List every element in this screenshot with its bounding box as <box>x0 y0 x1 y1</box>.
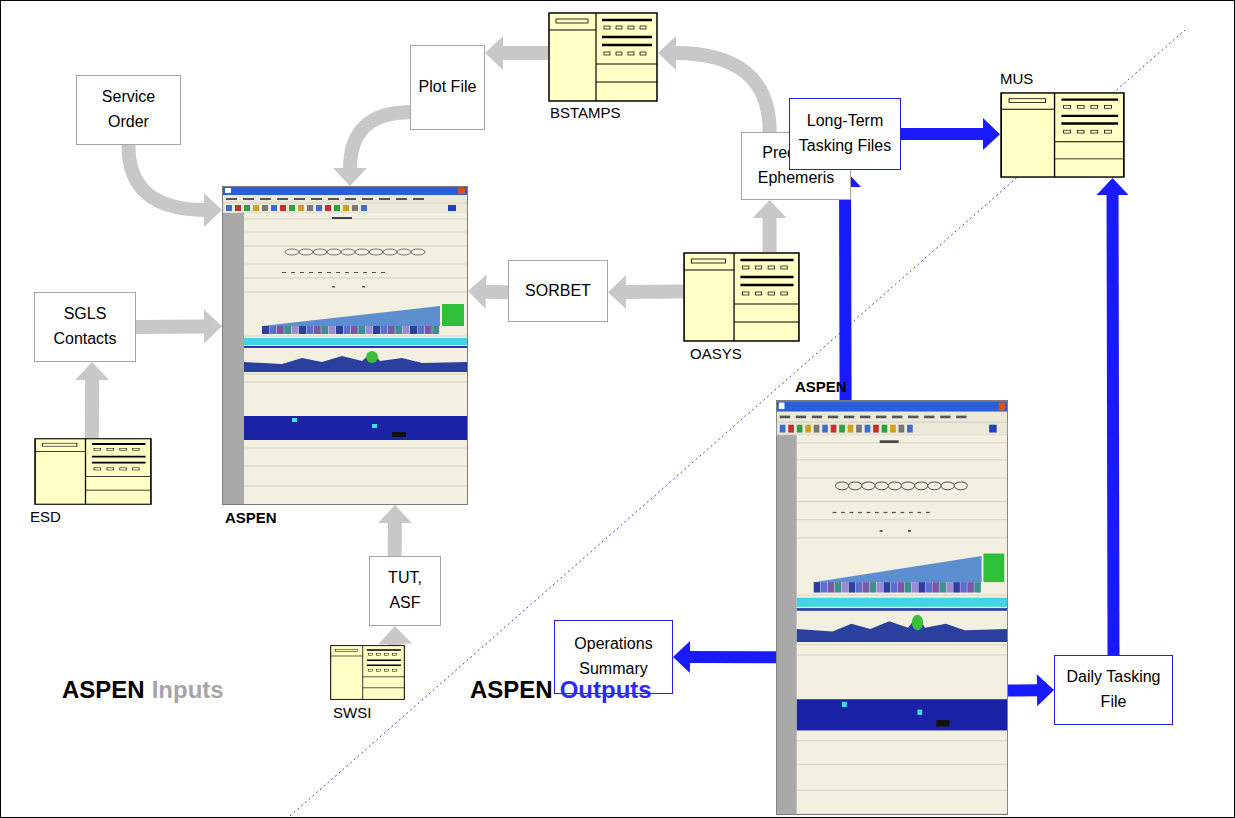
aspen-window: ASPEN <box>776 400 1008 815</box>
arrow-shaft <box>128 145 205 210</box>
arrow-head <box>468 275 486 309</box>
arrow-shaft <box>625 285 683 299</box>
arrow-shaft <box>763 217 777 252</box>
box-label: Operations Summary <box>559 632 668 682</box>
input-arrow <box>128 145 222 227</box>
application-icon <box>683 252 800 342</box>
arrow-head <box>204 309 222 343</box>
data-box: Daily Tasking File <box>1054 655 1173 725</box>
window-name: ASPEN <box>795 378 847 395</box>
arrow-head <box>204 193 222 227</box>
arrow-shaft <box>839 186 852 400</box>
arrow-head <box>333 168 367 186</box>
arrow-shaft <box>1008 684 1038 696</box>
box-label: Service Order <box>81 85 176 135</box>
data-box: SGLS Contacts <box>34 292 136 362</box>
arrow-shaft <box>675 53 770 132</box>
arrow-head <box>485 36 503 70</box>
arrow-shaft <box>901 128 984 140</box>
application-icon <box>34 438 152 505</box>
arrow-head <box>658 36 676 70</box>
caption-word: Inputs <box>152 676 224 704</box>
arrow-head <box>608 275 626 309</box>
system-icon: MUS <box>1000 92 1125 178</box>
output-arrow <box>1008 674 1054 706</box>
arrow-head <box>1037 674 1054 706</box>
input-arrow <box>485 36 548 70</box>
box-label: SORBET <box>525 279 591 304</box>
input-arrow <box>658 36 770 132</box>
input-arrow <box>608 275 683 309</box>
arrow-head <box>673 641 690 673</box>
system-name: BSTAMPS <box>550 104 621 121</box>
input-arrow <box>75 362 109 438</box>
box-label: Daily Tasking File <box>1059 665 1168 715</box>
input-arrow <box>378 626 412 645</box>
system-name: ESD <box>30 508 61 525</box>
arrow-shaft <box>689 651 776 663</box>
system-icon: ESD <box>34 438 152 505</box>
arrow-head <box>378 505 412 523</box>
caption-word: ASPEN <box>62 676 145 704</box>
arrow-shaft <box>136 319 205 334</box>
system-name: SWSI <box>333 704 371 721</box>
region-caption: ASPENInputs <box>62 676 231 704</box>
arrow-shaft <box>485 285 508 300</box>
input-arrow <box>468 275 508 309</box>
application-icon <box>548 12 658 102</box>
arrow-shaft <box>85 379 99 438</box>
aspen-screenshot <box>776 400 1008 815</box>
caption-word: Outputs <box>560 676 652 704</box>
data-box: TUT, ASF <box>369 556 441 626</box>
box-label: Long-Term Tasking Files <box>794 109 896 159</box>
output-arrow <box>829 170 861 400</box>
region-caption: ASPENOutputs <box>470 676 659 704</box>
input-arrow <box>753 200 787 252</box>
arrow-head <box>753 200 787 218</box>
system-icon: BSTAMPS <box>548 12 658 102</box>
output-arrow <box>901 118 1000 150</box>
box-label: SGLS Contacts <box>39 302 131 352</box>
system-name: OASYS <box>690 345 742 362</box>
data-box: Long-Term Tasking Files <box>789 98 901 170</box>
output-arrow <box>673 641 776 673</box>
application-icon <box>330 645 405 700</box>
caption-word: ASPEN <box>470 676 553 704</box>
system-icon: OASYS <box>683 252 800 342</box>
arrow-shaft <box>350 112 410 169</box>
input-arrow <box>136 309 222 343</box>
data-box: Service Order <box>76 75 181 145</box>
arrow-head <box>378 626 412 644</box>
arrow-head <box>75 362 109 380</box>
application-icon <box>1000 92 1125 178</box>
arrow-shaft <box>388 522 402 556</box>
input-arrow <box>378 505 412 556</box>
arrow-head <box>983 118 1000 150</box>
aspen-screenshot <box>222 186 468 505</box>
system-icon: SWSI <box>330 645 405 700</box>
input-arrow <box>333 112 410 186</box>
arrow-shaft <box>1107 194 1120 655</box>
window-name: ASPEN <box>225 509 277 526</box>
aspen-window: ASPEN <box>222 186 468 505</box>
data-box: SORBET <box>508 260 608 322</box>
data-box: Plot File <box>410 45 485 130</box>
arrow-head <box>1097 178 1129 195</box>
arrow-shaft <box>502 46 548 60</box>
box-label: TUT, ASF <box>374 566 436 616</box>
output-arrow <box>1097 178 1129 655</box>
system-name: MUS <box>1000 70 1033 87</box>
box-label: Plot File <box>419 75 477 100</box>
